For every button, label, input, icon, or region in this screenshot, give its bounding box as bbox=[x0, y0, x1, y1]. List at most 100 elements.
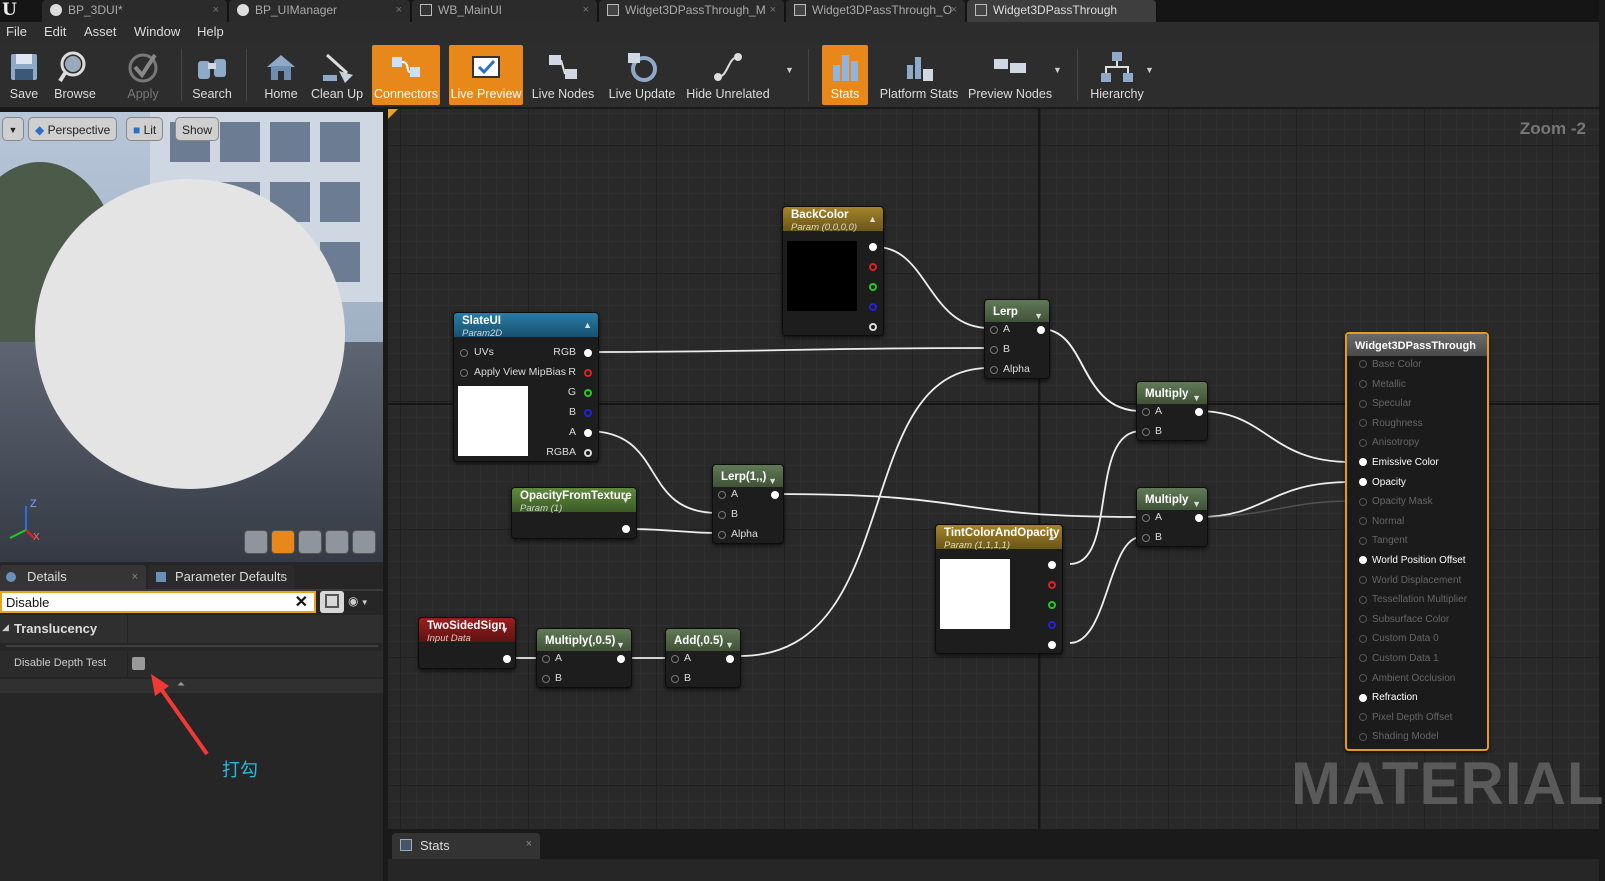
input-pin-a[interactable] bbox=[542, 655, 550, 663]
input-pin-a[interactable] bbox=[1142, 408, 1150, 416]
hierarchy-button[interactable]: Hierarchy bbox=[1088, 45, 1146, 105]
input-pin-dot[interactable] bbox=[1359, 615, 1367, 624]
result-pin[interactable]: Roughness bbox=[1359, 418, 1423, 429]
input-pin-a[interactable] bbox=[1142, 514, 1150, 522]
close-icon[interactable]: × bbox=[131, 571, 138, 583]
chevron-down-icon[interactable]: ▼ bbox=[500, 625, 509, 635]
output-pin[interactable] bbox=[503, 655, 511, 663]
input-pin-dot[interactable] bbox=[1359, 693, 1367, 702]
input-pin-dot[interactable] bbox=[1359, 634, 1367, 643]
output-pin-a[interactable] bbox=[869, 323, 877, 331]
preview-viewport[interactable]: Z X ▼ ◆ Perspective ■ Lit Show bbox=[0, 112, 383, 562]
chevron-down-icon[interactable]: ▼ bbox=[621, 495, 630, 505]
node-multiply-1[interactable]: Multiply▼ A B bbox=[1136, 381, 1208, 441]
input-pin-b[interactable] bbox=[1142, 428, 1150, 436]
input-pin-dot[interactable] bbox=[1359, 654, 1367, 663]
clear-search-icon[interactable]: ✕ bbox=[294, 594, 308, 611]
close-icon[interactable]: × bbox=[395, 4, 402, 16]
input-pin-dot[interactable] bbox=[1359, 360, 1367, 369]
panel-splitter[interactable] bbox=[383, 109, 388, 881]
property-matrix-button[interactable] bbox=[320, 591, 344, 613]
stats-button[interactable]: Stats bbox=[822, 45, 868, 105]
input-pin-b[interactable] bbox=[718, 511, 726, 519]
chevron-down-icon[interactable]: ▼ bbox=[1192, 393, 1201, 403]
tab-details[interactable]: Details × bbox=[0, 565, 146, 589]
input-pin-dot[interactable] bbox=[1359, 399, 1367, 408]
output-pin-a[interactable] bbox=[1048, 641, 1056, 649]
tab-stats[interactable]: Stats × bbox=[392, 833, 540, 859]
show-button[interactable]: Show bbox=[175, 117, 220, 141]
result-pin[interactable]: Opacity Mask bbox=[1359, 496, 1433, 507]
input-pin-dot[interactable] bbox=[1359, 673, 1367, 682]
input-pin-dot[interactable] bbox=[1359, 438, 1367, 447]
input-pin-alpha[interactable] bbox=[990, 366, 998, 374]
output-pin-r[interactable] bbox=[869, 263, 877, 271]
output-pin[interactable] bbox=[617, 655, 625, 663]
output-pin[interactable] bbox=[1037, 326, 1045, 334]
input-pin-dot[interactable] bbox=[1359, 575, 1367, 584]
dropdown-arrow-icon[interactable]: ▼ bbox=[785, 65, 794, 75]
input-pin-mipbias[interactable] bbox=[460, 369, 468, 377]
node-multiply-half[interactable]: Multiply(,0.5)▼ A B bbox=[536, 628, 632, 688]
output-pin-b[interactable] bbox=[1048, 621, 1056, 629]
result-pin[interactable]: World Position Offset bbox=[1359, 555, 1466, 566]
visibility-dropdown[interactable]: ◉ ▼ bbox=[348, 594, 369, 608]
input-pin-dot[interactable] bbox=[1359, 497, 1367, 506]
result-pin[interactable]: Opacity bbox=[1359, 477, 1406, 488]
result-pin[interactable]: Metallic bbox=[1359, 379, 1406, 390]
hide-unrelated-button[interactable]: Hide Unrelated bbox=[686, 45, 770, 105]
node-add-half[interactable]: Add(,0.5)▼ A B bbox=[665, 628, 741, 688]
advanced-expander[interactable]: ⏶ bbox=[0, 679, 383, 693]
result-pin[interactable]: Specular bbox=[1359, 398, 1411, 409]
clean-up-button[interactable]: Clean Up bbox=[310, 45, 364, 105]
input-pin-dot[interactable] bbox=[1359, 732, 1367, 741]
preview-cube-button[interactable] bbox=[325, 530, 349, 554]
input-pin-dot[interactable] bbox=[1359, 477, 1367, 486]
input-pin-dot[interactable] bbox=[1359, 713, 1367, 722]
save-button[interactable]: Save bbox=[2, 45, 46, 105]
preview-nodes-button[interactable]: Preview Nodes bbox=[968, 45, 1052, 105]
preview-cylinder-button[interactable] bbox=[244, 530, 268, 554]
output-pin-a[interactable] bbox=[584, 429, 592, 437]
output-pin-g[interactable] bbox=[1048, 601, 1056, 609]
output-pin[interactable] bbox=[1195, 408, 1203, 416]
output-pin-rgb[interactable] bbox=[584, 349, 592, 357]
preview-mesh-button[interactable] bbox=[352, 530, 376, 554]
apply-button[interactable]: Apply bbox=[118, 45, 168, 105]
menu-help[interactable]: Help bbox=[197, 24, 224, 39]
output-pin[interactable] bbox=[771, 491, 779, 499]
node-lerp[interactable]: Lerp▼ A B Alpha bbox=[984, 299, 1050, 379]
result-pin[interactable]: Custom Data 1 bbox=[1359, 653, 1439, 664]
result-pin[interactable]: World Displacement bbox=[1359, 575, 1461, 586]
chevron-down-icon[interactable]: ▼ bbox=[1192, 499, 1201, 509]
menu-asset[interactable]: Asset bbox=[84, 24, 117, 39]
close-icon[interactable]: × bbox=[950, 4, 957, 16]
input-pin-uvs[interactable] bbox=[460, 349, 468, 357]
input-pin-dot[interactable] bbox=[1359, 379, 1367, 388]
browse-button[interactable]: Browse bbox=[50, 45, 100, 105]
collapse-icon[interactable]: ▲ bbox=[1047, 532, 1056, 542]
result-pin[interactable]: Custom Data 0 bbox=[1359, 633, 1439, 644]
dropdown-arrow-icon[interactable]: ▼ bbox=[1145, 65, 1154, 75]
tab-bp-uimanager[interactable]: BP_UIManager × bbox=[229, 0, 411, 22]
tab-parameter-defaults[interactable]: Parameter Defaults × bbox=[148, 565, 294, 589]
collapse-icon[interactable]: ▲ bbox=[583, 320, 592, 330]
result-pin[interactable]: Emissive Color bbox=[1359, 457, 1439, 468]
close-icon[interactable]: × bbox=[769, 4, 776, 16]
menu-edit[interactable]: Edit bbox=[44, 24, 67, 39]
tab-widget3d-m[interactable]: Widget3DPassThrough_M × bbox=[599, 0, 785, 22]
output-pin-g[interactable] bbox=[584, 389, 592, 397]
tab-bp-3dui[interactable]: BP_3DUI* × bbox=[42, 0, 228, 22]
output-pin[interactable] bbox=[1195, 514, 1203, 522]
node-lerp-1[interactable]: Lerp(1,,)▼ A B Alpha bbox=[712, 464, 784, 544]
home-button[interactable]: Home bbox=[258, 45, 304, 105]
chevron-down-icon[interactable]: ▼ bbox=[725, 640, 734, 650]
details-search-input[interactable]: Disable ✕ bbox=[0, 591, 316, 613]
perspective-button[interactable]: ◆ Perspective bbox=[28, 117, 118, 141]
close-icon[interactable]: × bbox=[212, 4, 219, 16]
output-pin-b[interactable] bbox=[584, 409, 592, 417]
